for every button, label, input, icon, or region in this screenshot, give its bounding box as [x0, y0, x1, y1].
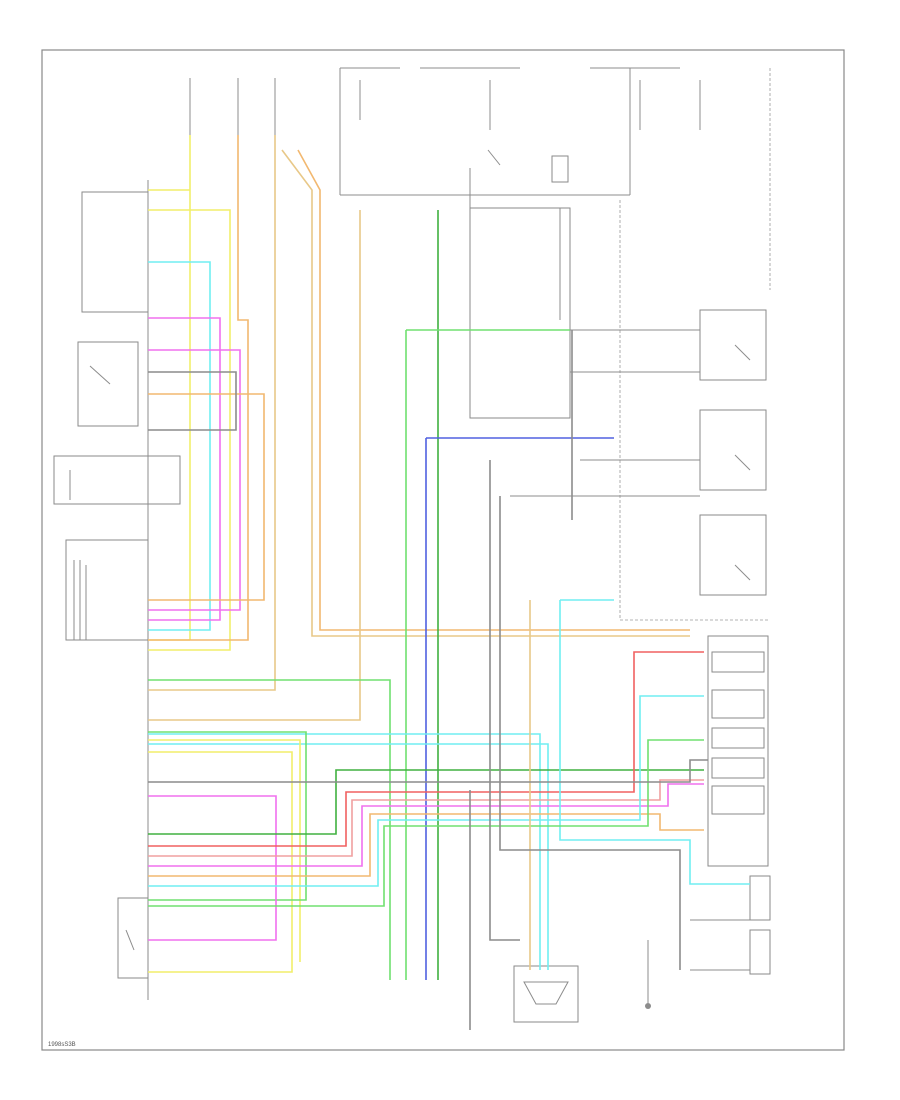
wire-gray-34 — [148, 759, 708, 783]
wire-magenta-21 — [148, 795, 277, 941]
wire-magenta-7 — [148, 317, 221, 621]
wire-gray-33 — [499, 496, 681, 970]
center-module — [469, 207, 571, 419]
wire-cyan-17 — [148, 743, 549, 970]
wire-tan-4 — [281, 149, 690, 637]
wire-yellow-18 — [148, 751, 293, 973]
wire-orange-9 — [148, 393, 265, 601]
wire-green-12 — [148, 679, 391, 980]
left-control-box — [53, 180, 181, 1000]
wire-magenta-25 — [148, 783, 704, 867]
wire-orange-26 — [148, 813, 704, 877]
footer-id: 1998sS3B — [48, 1042, 76, 1048]
wire-green-14 — [405, 329, 570, 980]
wire-pink-24 — [148, 779, 704, 857]
wire-cyan-28 — [559, 599, 750, 885]
wire-magenta-8 — [148, 349, 241, 611]
wire-yellow-19 — [148, 739, 301, 962]
wire-layer — [148, 135, 750, 1030]
wire-cyan-16 — [148, 733, 541, 970]
wire-gray-31 — [489, 460, 520, 941]
right-sensor-block — [690, 635, 771, 975]
top-fuse-block — [189, 67, 771, 290]
wire-tan-3 — [148, 135, 276, 691]
wire-green-20 — [148, 731, 307, 901]
wire-blue-15 — [425, 437, 614, 980]
diagram-frame — [41, 49, 845, 1051]
wire-dark_green-22 — [148, 769, 704, 835]
wire-cyan-27 — [148, 695, 704, 887]
wire-gray-10 — [148, 371, 237, 431]
wire-tan-11 — [148, 210, 361, 721]
wire-orange-2 — [148, 135, 249, 641]
bottom-sensor — [513, 940, 651, 1023]
right-door-switches — [510, 200, 770, 621]
wire-cyan-6 — [148, 261, 211, 631]
wire-orange-5 — [297, 149, 690, 631]
wire-green-29 — [148, 739, 704, 907]
